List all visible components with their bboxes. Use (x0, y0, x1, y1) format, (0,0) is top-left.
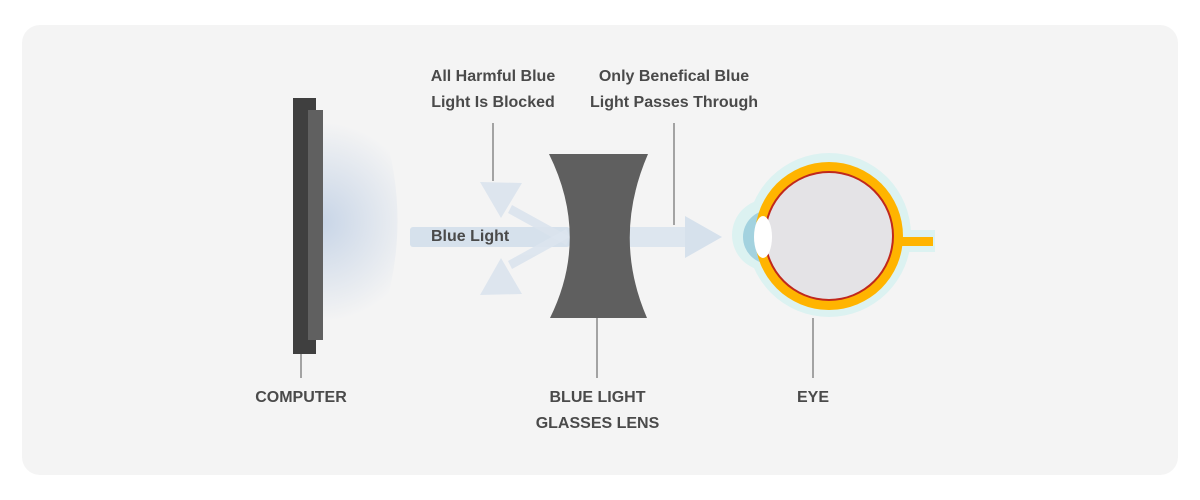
lens-label-line1: BLUE LIGHT (549, 389, 646, 406)
blocked-label-line1: All Harmful Blue (430, 68, 556, 85)
optic-nerve (900, 237, 933, 246)
passes-label: Only Benefical Blue Light Passes Through (584, 64, 764, 116)
passing-arrow-head (685, 216, 722, 258)
blocked-arrow-up (480, 182, 570, 245)
eye-label: EYE (796, 389, 829, 406)
computer-monitor-screen (308, 110, 323, 340)
blocked-arrow-down (480, 229, 570, 295)
lens-label: BLUE LIGHT GLASSES LENS (520, 385, 675, 437)
eye-lens (754, 216, 772, 258)
blocked-label-line2: Light Is Blocked (431, 94, 555, 111)
passes-label-line1: Only Benefical Blue (598, 68, 750, 85)
blue-light-beam (410, 227, 570, 247)
eye-illustration (732, 153, 935, 317)
computer-label: COMPUTER (255, 389, 347, 406)
passing-beam (620, 227, 690, 247)
blocked-label: All Harmful Blue Light Is Blocked (413, 64, 573, 116)
passes-label-line2: Light Passes Through (589, 94, 758, 111)
lens-label-line2: GLASSES LENS (535, 415, 660, 432)
blue-light-label: Blue Light (431, 228, 510, 245)
screen-glow (322, 80, 398, 362)
concave-lens (549, 154, 648, 318)
